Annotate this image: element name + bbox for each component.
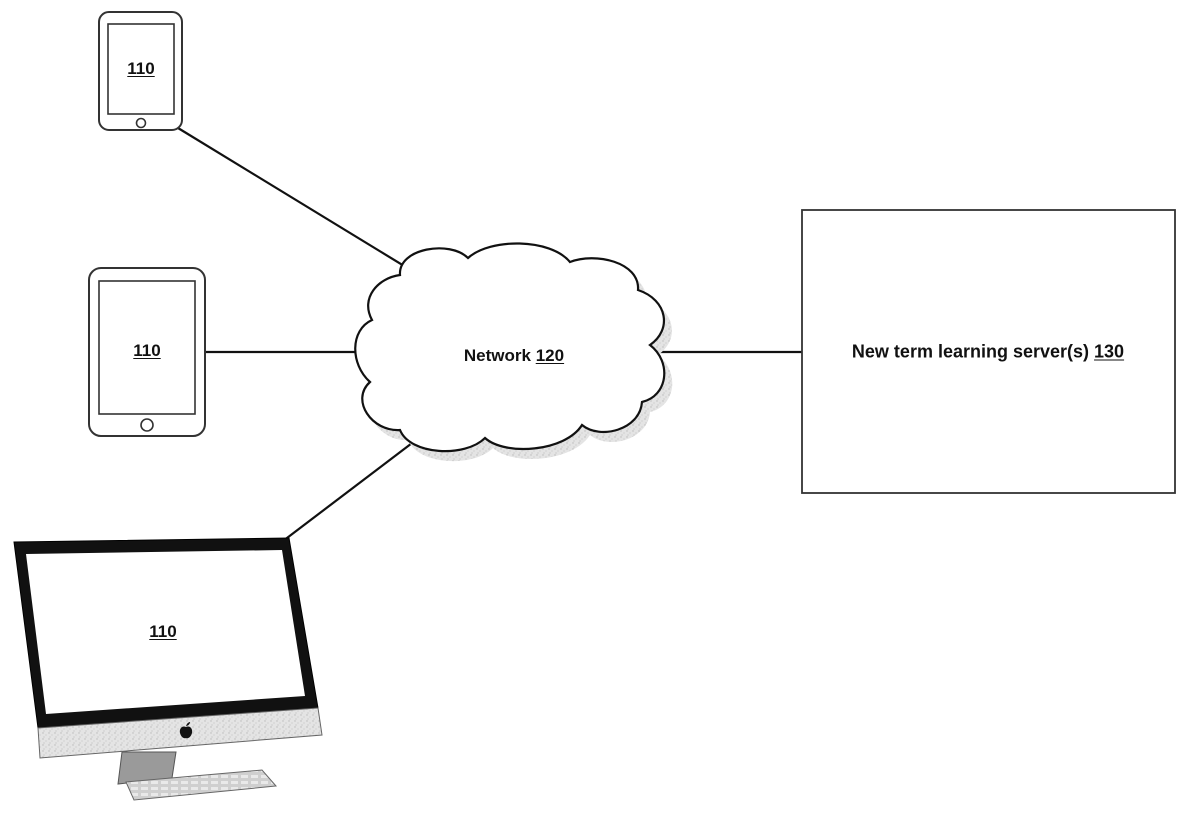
network-text: Network xyxy=(463,346,531,365)
server-box xyxy=(801,209,1176,494)
tablet-ref-label: 110 xyxy=(133,341,161,360)
phone-home-button xyxy=(135,117,147,129)
apple-logo-icon xyxy=(179,722,193,739)
network-label: Network 120 xyxy=(464,346,564,366)
phone-device xyxy=(98,11,183,131)
tablet-device xyxy=(88,267,206,437)
server-ref: 130 xyxy=(1094,341,1125,362)
network-cloud xyxy=(354,242,673,462)
phone-ref-label: 110 xyxy=(127,59,155,78)
link-phone-network xyxy=(177,127,433,284)
link-desktop-network xyxy=(282,436,421,542)
desktop-screen xyxy=(26,550,305,714)
desktop-ref-label: 110 xyxy=(149,622,177,641)
server-label: New term learning server(s) 130 xyxy=(852,342,1124,363)
tablet-home-button xyxy=(140,418,154,432)
desktop-keyboard xyxy=(125,769,278,801)
desktop-device xyxy=(13,537,323,801)
server-text: New term learning server(s) xyxy=(851,341,1090,362)
network-ref: 120 xyxy=(535,346,565,365)
